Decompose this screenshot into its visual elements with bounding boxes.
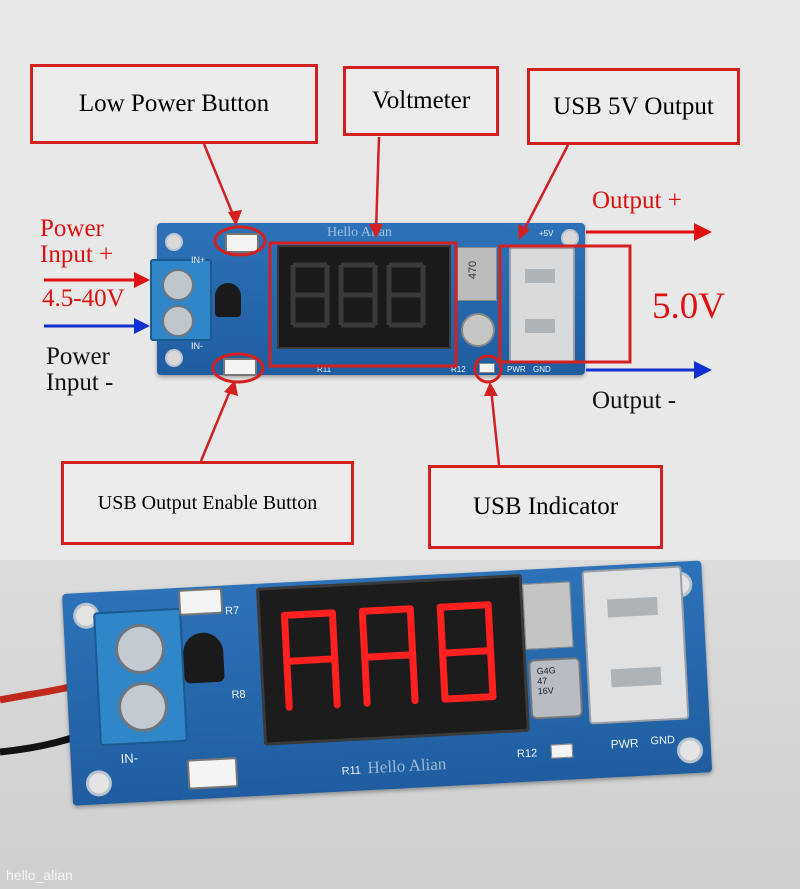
capacitor-label: G4G 47 16V [536,665,556,697]
display-segment [361,653,371,707]
watermark-corner: hello_alian [6,867,73,883]
display-segment [328,609,339,663]
display-segment [406,605,417,659]
display-segment [439,647,495,657]
low-power-button[interactable] [177,587,224,616]
silk-in-minus-photo: IN- [120,750,139,767]
callout-usb-output-enable-button: USB Output Enable Button [61,461,354,545]
display-segment [358,605,414,615]
callout-voltmeter: Voltmeter [343,66,499,136]
pcb-board-photo: IN- R7 R8 G4G 47 16V R11 R12 PWR GND Hel… [62,560,713,806]
transistor [215,283,241,317]
silk-r12: R12 [451,365,466,374]
callout-usb-indicator: USB Indicator [428,465,663,549]
display-segment [361,651,417,661]
callout-usb-5v-output-text: USB 5V Output [553,92,714,120]
callout-usb-indicator-text: USB Indicator [472,493,619,520]
usb-tab [610,666,662,688]
capacitor [461,313,495,347]
screw [116,680,170,734]
watermark-board-photo: Hello Alian [367,754,447,778]
display-segment [409,651,419,705]
voltmeter-display-photo [255,573,530,746]
silk-r11: R11 [317,365,332,374]
mounting-hole [165,233,183,251]
display-segment [487,647,497,701]
display-segment [280,609,336,619]
display-segment [331,655,341,709]
display-segment [283,657,293,711]
inductor [522,581,574,650]
label-output-plus: Output + [592,187,682,214]
silk-r12-photo: R12 [516,747,538,761]
label-output-voltage: 5.0V [652,286,725,327]
screw [113,622,167,676]
usb-tab [607,596,658,618]
label-output-minus: Output - [592,387,677,414]
screw-terminal [150,259,212,341]
mounting-hole [85,769,113,797]
label-power-input-minus: Power Input - [46,343,114,397]
capacitor: G4G 47 16V [528,656,584,720]
label-power-input-plus: Power Input + [40,215,114,269]
display-segment [436,601,492,611]
label-voltage-range: 4.5-40V [42,285,125,312]
display-segment [441,693,497,703]
inductor: 470 [457,247,497,301]
silk-r8: R8 [231,688,246,702]
silk-pwr-photo: PWR [610,736,639,752]
silk-pwr: PWR [507,365,526,374]
callout-usb-output-enable-button-text: USB Output Enable Button [97,491,318,514]
callout-low-power-button: Low Power Button [30,64,318,144]
screw [162,305,194,337]
silk-r11-photo: R11 [341,764,362,778]
usb-output-enable-button[interactable] [186,757,239,790]
display-digits-lit [280,601,497,711]
display-segment [484,601,495,655]
silk-in-minus: IN- [191,341,203,351]
display-segment [358,607,369,661]
usb-indicator-led [550,743,574,759]
screw-terminal [93,607,188,747]
display-segment [436,603,447,657]
display-segment [439,649,449,703]
screw [162,269,194,301]
silk-r7: R7 [224,604,240,618]
mounting-hole [676,736,704,765]
mounting-hole [165,349,183,367]
silk-in-plus: IN+ [191,255,206,265]
callout-usb-5v-output: USB 5V Output [527,68,740,145]
display-segment [280,611,291,665]
callout-voltmeter-text: Voltmeter [371,87,471,114]
silk-gnd: GND [533,365,551,374]
usb-port [581,565,690,725]
callout-low-power-button-text: Low Power Button [78,90,270,117]
display-segment [283,655,339,665]
transistor [182,631,225,684]
silk-gnd-photo: GND [650,734,676,748]
